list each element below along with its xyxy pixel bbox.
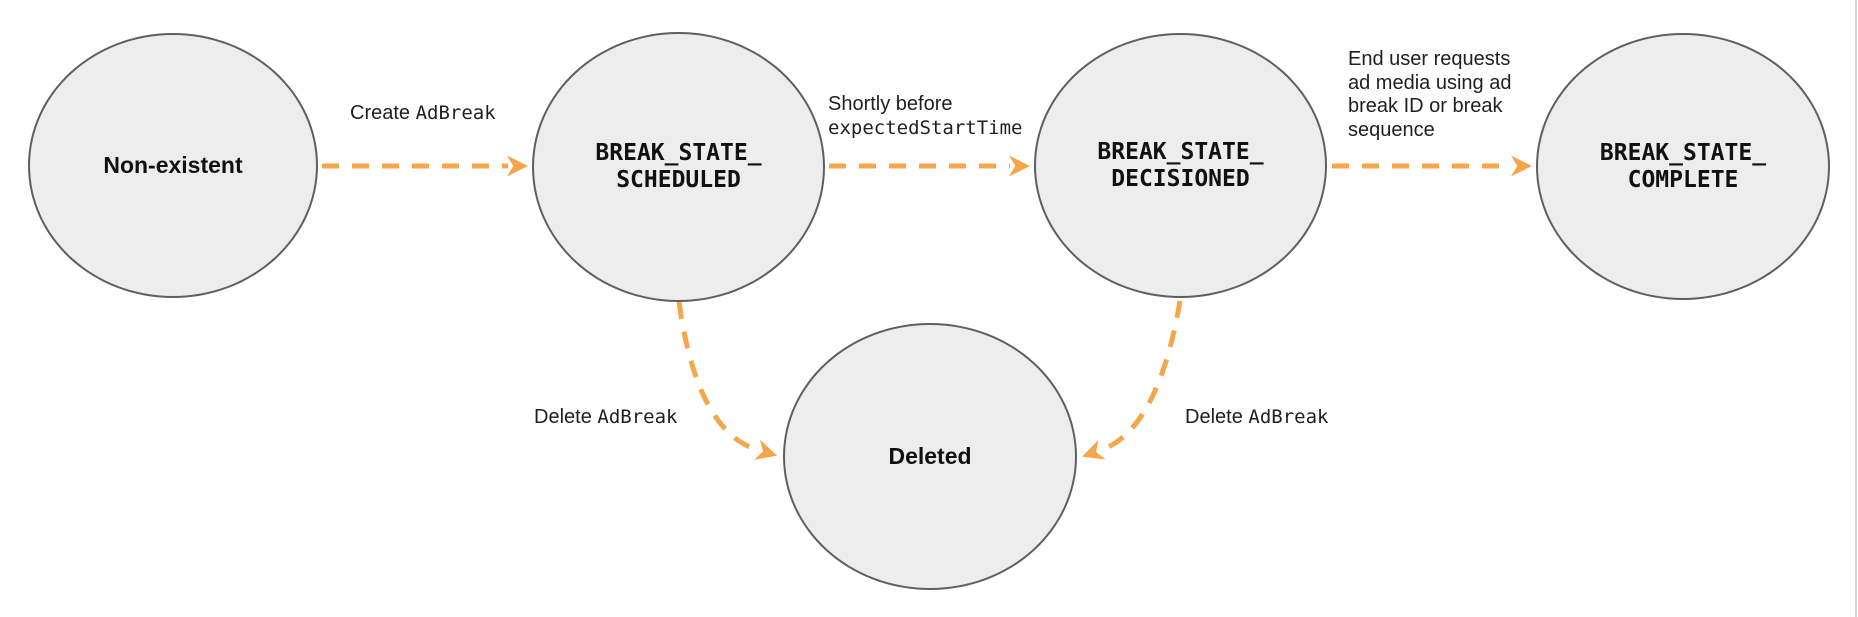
- state-label-complete-line2: COMPLETE: [1627, 166, 1739, 193]
- edge-label-create-code: AdBreak: [415, 102, 496, 124]
- edge-label-end-user-requests: End user requests ad media using ad brea…: [1348, 48, 1511, 142]
- state-node-non-existent: Non-existent: [28, 33, 318, 298]
- state-label-complete-line1: BREAK_STATE_: [1599, 139, 1767, 166]
- state-node-break-state-decisioned: BREAK_STATE_ DECISIONED: [1034, 33, 1327, 298]
- state-label-deleted: Deleted: [888, 443, 972, 469]
- edge-label-enduser-line3: break ID or break: [1348, 95, 1503, 117]
- edge-delete-adbreak-from-decisioned: [1082, 300, 1183, 460]
- edge-label-shortly-code: expectedStartTime: [828, 117, 1023, 139]
- edge-label-delete-left-text: Delete: [534, 406, 598, 428]
- edge-label-shortly-line1: Shortly before: [828, 93, 953, 115]
- edge-label-delete-left-code: AdBreak: [597, 406, 678, 428]
- edge-label-delete-adbreak-left: Delete AdBreak: [534, 405, 677, 429]
- edge-label-delete-adbreak-right: Delete AdBreak: [1185, 405, 1328, 429]
- state-node-break-state-scheduled: BREAK_STATE_ SCHEDULED: [532, 32, 825, 302]
- state-label-scheduled-line1: BREAK_STATE_: [595, 140, 762, 166]
- state-node-break-state-complete: BREAK_STATE_ COMPLETE: [1536, 33, 1830, 300]
- state-label-decisioned-line1: BREAK_STATE_: [1097, 138, 1264, 165]
- state-label-non-existent: Non-existent: [103, 152, 243, 178]
- edge-label-enduser-line1: End user requests: [1348, 48, 1511, 70]
- state-label-decisioned-line2: DECISIONED: [1111, 165, 1250, 192]
- edge-label-enduser-line4: sequence: [1348, 118, 1435, 141]
- edge-label-enduser-line2: ad media using ad: [1348, 71, 1512, 94]
- edge-label-create-text: Create: [350, 102, 416, 124]
- edge-label-delete-right-text: Delete: [1185, 406, 1249, 428]
- state-node-deleted: Deleted: [783, 323, 1077, 590]
- state-label-scheduled-line2: SCHEDULED: [616, 167, 741, 193]
- edge-label-create-adbreak: Create AdBreak: [350, 101, 496, 125]
- edge-label-shortly-before: Shortly before expectedStartTime: [828, 92, 1022, 140]
- edge-label-delete-right-code: AdBreak: [1248, 406, 1329, 428]
- edge-delete-adbreak-from-scheduled: [676, 301, 778, 460]
- page-edge-line: [1855, 0, 1857, 617]
